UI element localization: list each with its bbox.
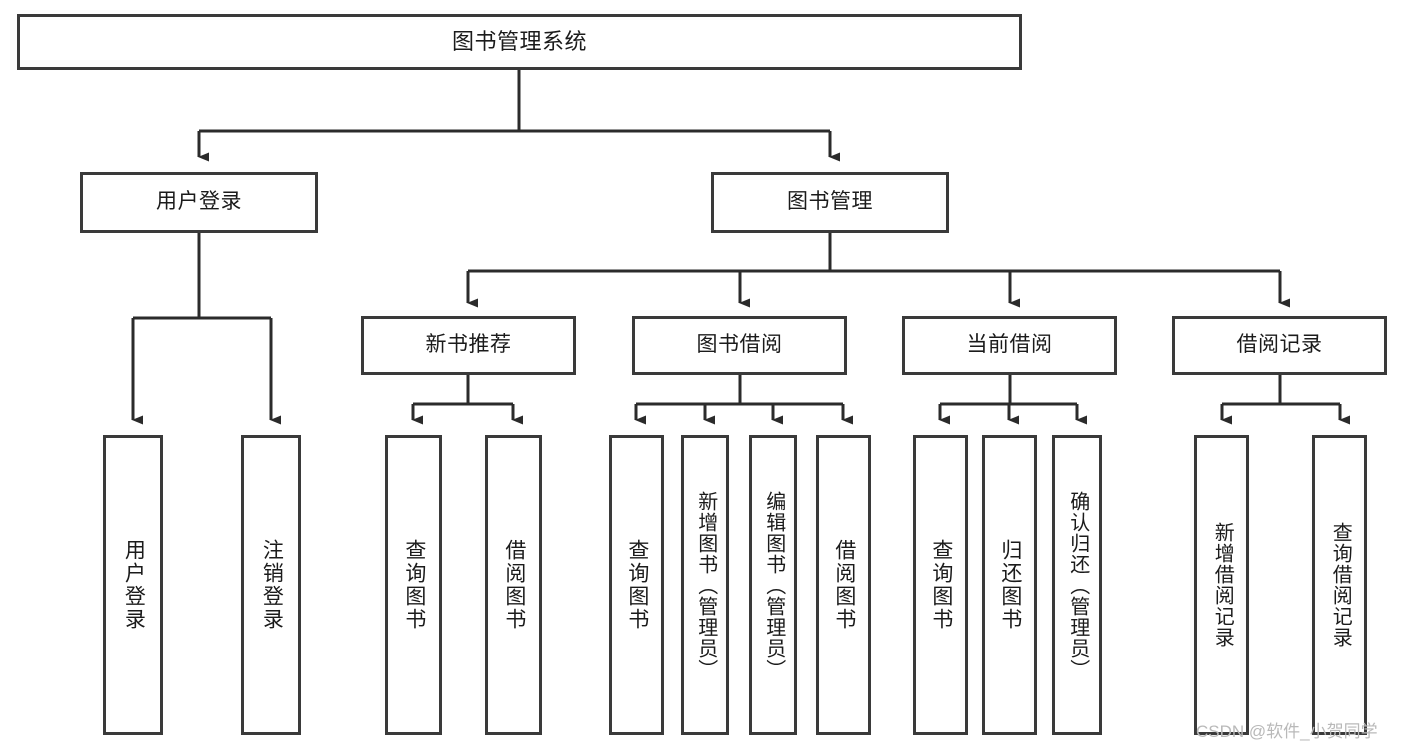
node-label: 图书管理 bbox=[787, 190, 873, 214]
node-new-book-recommend[interactable]: 新书推荐 bbox=[361, 316, 576, 375]
leaf-borrow-book-recommend[interactable]: 借阅图书 bbox=[485, 435, 542, 735]
node-label: 新增借阅记录 bbox=[1211, 522, 1234, 648]
node-label: 查询图书 bbox=[625, 539, 649, 631]
node-user-login[interactable]: 用户登录 bbox=[80, 172, 318, 233]
csdn-watermark: CSDN @软件_小贺同学 bbox=[1196, 722, 1378, 741]
node-label: 用户登录 bbox=[156, 190, 242, 214]
node-book-borrow[interactable]: 图书借阅 bbox=[632, 316, 847, 375]
leaf-edit-book[interactable]: 编辑图书（管理员） bbox=[749, 435, 797, 735]
leaf-logout-login[interactable]: 注销登录 bbox=[241, 435, 301, 735]
node-book-management[interactable]: 图书管理 bbox=[711, 172, 949, 233]
node-label: 用户登录 bbox=[122, 539, 146, 631]
node-label: 查询借阅记录 bbox=[1329, 522, 1352, 648]
leaf-return-book[interactable]: 归还图书 bbox=[982, 435, 1037, 735]
leaf-borrow-book-borrow[interactable]: 借阅图书 bbox=[816, 435, 871, 735]
node-label: 确认归还（管理员） bbox=[1066, 490, 1089, 680]
node-label: 借阅图书 bbox=[502, 539, 526, 631]
node-borrow-record[interactable]: 借阅记录 bbox=[1172, 316, 1387, 375]
node-label: 注销登录 bbox=[260, 539, 284, 631]
leaf-confirm-return[interactable]: 确认归还（管理员） bbox=[1052, 435, 1102, 735]
leaf-query-book-current[interactable]: 查询图书 bbox=[913, 435, 968, 735]
node-label: 查询图书 bbox=[929, 539, 953, 631]
node-current-borrow[interactable]: 当前借阅 bbox=[902, 316, 1117, 375]
node-label: 归还图书 bbox=[998, 539, 1022, 631]
node-label: 图书管理系统 bbox=[451, 29, 587, 55]
leaf-query-borrow-record[interactable]: 查询借阅记录 bbox=[1312, 435, 1367, 735]
leaf-add-book[interactable]: 新增图书（管理员） bbox=[681, 435, 729, 735]
node-label: 借阅图书 bbox=[832, 539, 856, 631]
node-label: 当前借阅 bbox=[966, 333, 1053, 357]
node-label: 新增图书（管理员） bbox=[694, 490, 717, 680]
leaf-user-login[interactable]: 用户登录 bbox=[103, 435, 163, 735]
node-label: 新书推荐 bbox=[425, 333, 512, 357]
leaf-query-book-recommend[interactable]: 查询图书 bbox=[385, 435, 442, 735]
node-label: 借阅记录 bbox=[1236, 333, 1323, 357]
leaf-query-book-borrow[interactable]: 查询图书 bbox=[609, 435, 664, 735]
node-label: 查询图书 bbox=[402, 539, 426, 631]
node-root-system[interactable]: 图书管理系统 bbox=[17, 14, 1022, 70]
leaf-add-borrow-record[interactable]: 新增借阅记录 bbox=[1194, 435, 1249, 735]
node-label: 图书借阅 bbox=[696, 333, 783, 357]
node-label: 编辑图书（管理员） bbox=[762, 490, 785, 680]
